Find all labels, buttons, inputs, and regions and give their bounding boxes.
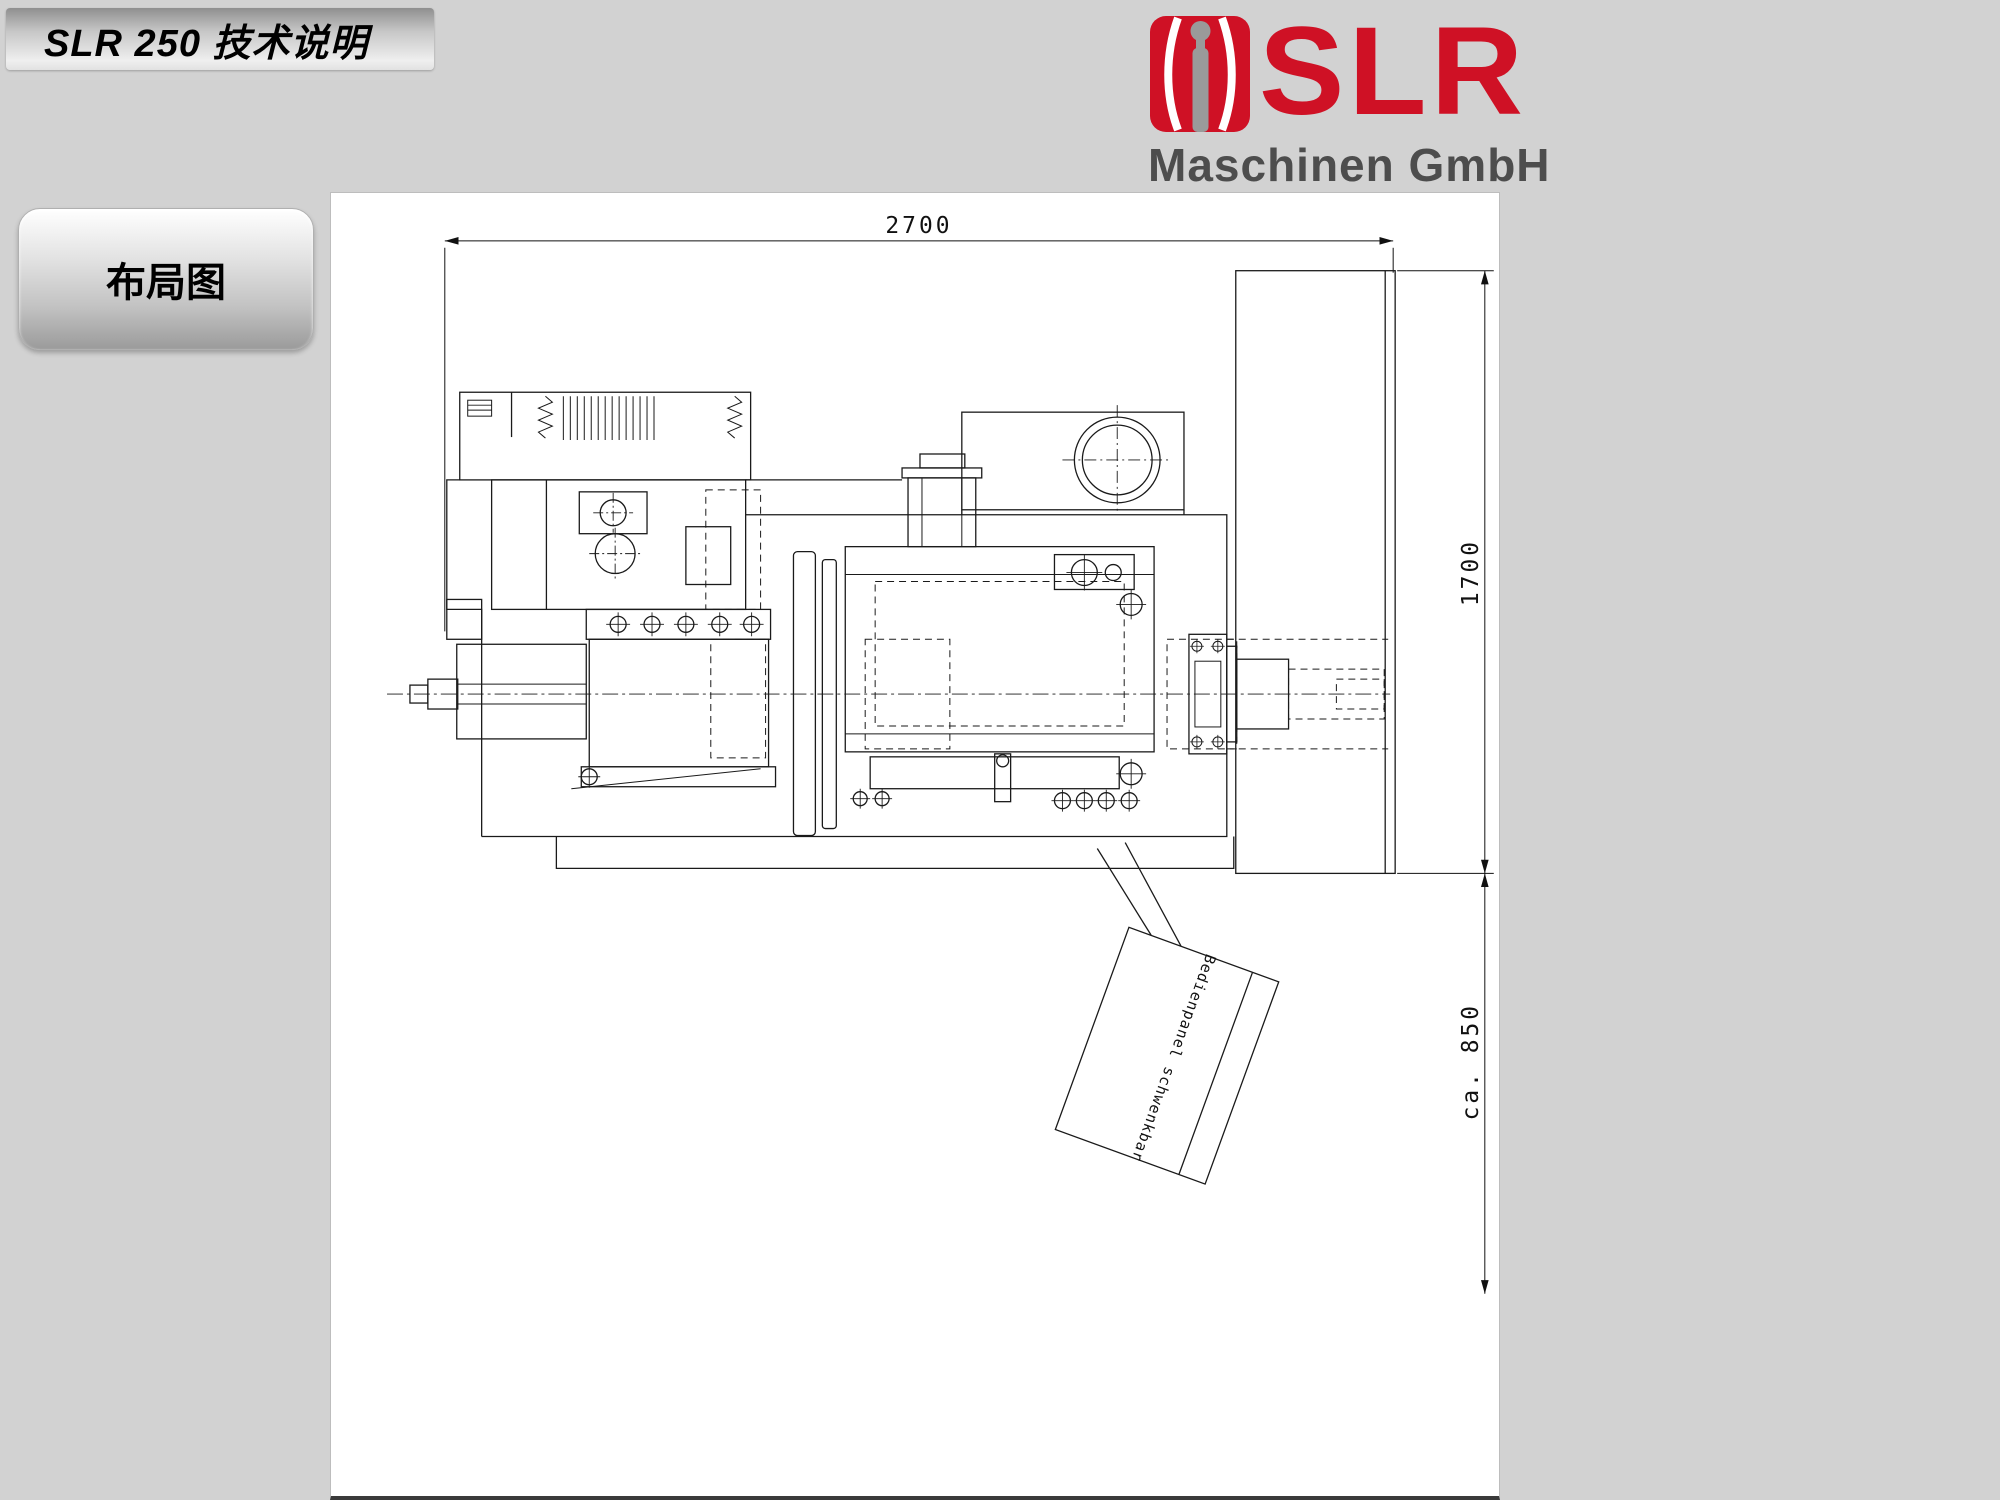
layout-drawing-svg: 2700 1700 ca. 850	[387, 213, 1494, 1294]
slr-logo: SLR Maschinen GmbH	[1148, 1, 1551, 192]
dim-panel-label: ca. 850	[1458, 1003, 1484, 1120]
page-title: SLR 250 技术说明	[44, 22, 369, 65]
slr-logo-icon	[1148, 8, 1253, 138]
layout-section-button[interactable]: 布局图	[18, 208, 314, 350]
layout-section-label: 布局图	[106, 261, 226, 305]
drawing-area: 2700 1700 ca. 850	[330, 192, 1500, 1500]
dimension-lines	[444, 236, 1494, 1294]
slr-logo-brand: SLR	[1259, 1, 1527, 142]
slr-logo-company: Maschinen GmbH	[1148, 139, 1551, 191]
dim-width-label: 2700	[885, 213, 952, 239]
dim-height-label: 1700	[1458, 539, 1484, 606]
header-title-box: SLR 250 技术说明	[6, 8, 434, 70]
machine-top-view	[387, 270, 1396, 947]
bedienpanel: Bedienpanel schwenkbar	[1054, 926, 1280, 1185]
